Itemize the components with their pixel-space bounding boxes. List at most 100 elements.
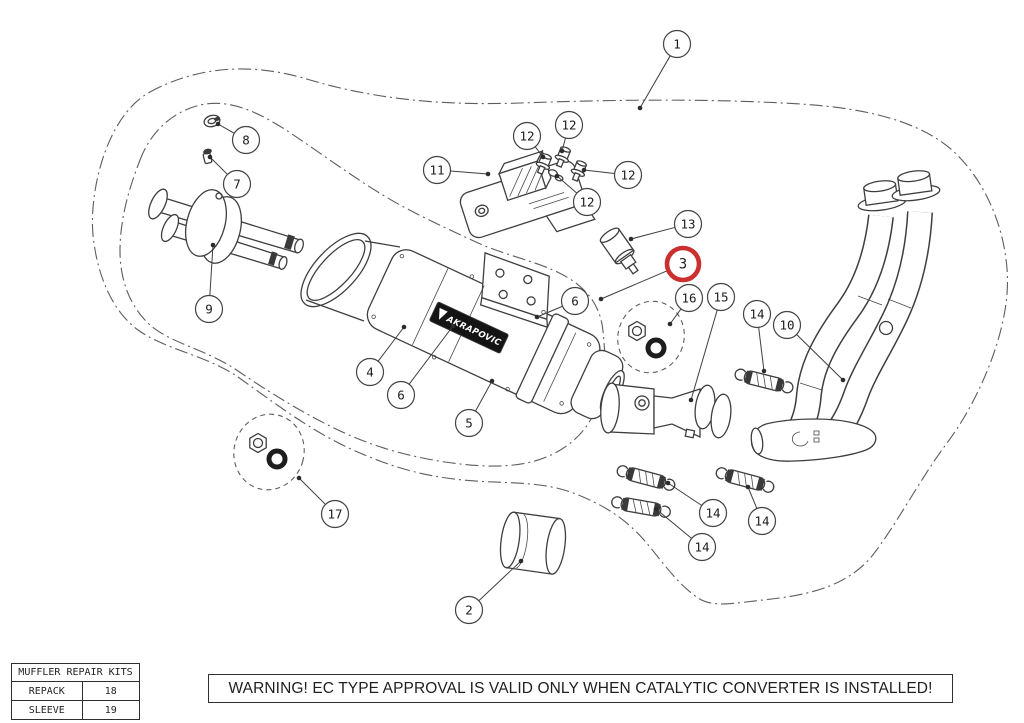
callout-12: 12 bbox=[554, 173, 602, 217]
leader-dot bbox=[581, 167, 587, 173]
callout-12: 12 bbox=[581, 160, 643, 190]
kit-name: SLEEVE bbox=[11, 700, 83, 720]
leader-line bbox=[209, 244, 214, 296]
callout-number: 12 bbox=[561, 118, 576, 133]
leader-dot bbox=[485, 171, 491, 177]
callout-balloon bbox=[355, 357, 385, 387]
carrier-bracket-drawing bbox=[459, 149, 596, 239]
leader-line bbox=[217, 123, 235, 134]
link-pipe-drawing bbox=[600, 382, 732, 439]
leader-line bbox=[209, 156, 228, 175]
kit-name: REPACK bbox=[11, 681, 83, 701]
callout-balloon bbox=[560, 286, 590, 316]
leader-dot bbox=[296, 475, 302, 481]
callout-number: 17 bbox=[327, 507, 342, 522]
callout-number: 4 bbox=[366, 365, 374, 380]
leader-line bbox=[690, 309, 718, 401]
leader-line bbox=[377, 326, 405, 362]
leader-line bbox=[639, 55, 671, 109]
callout-number: 8 bbox=[242, 133, 250, 148]
kit-number: 19 bbox=[81, 700, 141, 720]
callout-12: 12 bbox=[512, 121, 546, 160]
callout-13: 13 bbox=[628, 209, 703, 242]
callout-number: 14 bbox=[694, 540, 709, 555]
leader-dot bbox=[450, 323, 456, 329]
muffler-drawing: AKRAPOVIC bbox=[300, 232, 625, 420]
callout-balloon bbox=[222, 169, 252, 199]
leader-line bbox=[747, 486, 758, 509]
leader-dot bbox=[559, 148, 565, 154]
callout-11: 11 bbox=[422, 155, 491, 185]
callout-balloon bbox=[674, 283, 704, 313]
callout-16: 16 bbox=[667, 283, 704, 327]
leader-line bbox=[583, 169, 615, 174]
leader-dot bbox=[653, 506, 659, 512]
callout-12: 12 bbox=[554, 110, 584, 154]
leader-line bbox=[796, 334, 844, 381]
leader-line bbox=[669, 308, 682, 325]
spring-drawing bbox=[715, 467, 775, 493]
callout-number: 14 bbox=[705, 506, 720, 521]
callout-14: 14 bbox=[742, 299, 772, 374]
callout-balloon bbox=[386, 380, 416, 410]
leader-dot bbox=[518, 558, 524, 564]
callout-1: 1 bbox=[637, 29, 692, 111]
callout-balloon bbox=[687, 532, 717, 562]
callout-balloon bbox=[673, 209, 703, 239]
leader-line bbox=[630, 226, 676, 240]
callout-4: 4 bbox=[355, 324, 407, 387]
callout-number: 6 bbox=[571, 294, 579, 309]
callout-number: 3 bbox=[679, 257, 687, 273]
leader-dot bbox=[489, 378, 495, 384]
spring-drawing bbox=[611, 496, 671, 518]
callout-balloon bbox=[554, 110, 584, 140]
callout-14: 14 bbox=[745, 484, 777, 536]
callout-number: 14 bbox=[749, 307, 764, 322]
callout-7: 7 bbox=[207, 154, 252, 199]
leader-dot bbox=[401, 324, 407, 330]
callout-number: 14 bbox=[754, 514, 769, 529]
callout-8: 8 bbox=[215, 121, 261, 155]
callout-6: 6 bbox=[534, 286, 590, 320]
kit-number: 18 bbox=[81, 681, 141, 701]
leader-dot bbox=[554, 173, 560, 179]
repair-kits-title: MUFFLER REPAIR KITS bbox=[11, 663, 140, 682]
spring-drawing bbox=[616, 465, 676, 491]
muffler-clamp-drawing bbox=[148, 188, 304, 270]
callout-balloon bbox=[512, 121, 542, 151]
callout-14: 14 bbox=[665, 480, 728, 528]
callout-number: 12 bbox=[579, 195, 594, 210]
leader-dot bbox=[534, 314, 540, 320]
callout-balloon bbox=[454, 408, 484, 438]
callout-balloon bbox=[706, 282, 736, 312]
leader-dot bbox=[210, 242, 216, 248]
nut-gasket-oval-16 bbox=[617, 300, 685, 374]
callout-balloon bbox=[454, 595, 484, 625]
leader-line bbox=[478, 560, 522, 602]
leader-line bbox=[655, 508, 692, 539]
callout-balloon-highlighted bbox=[664, 245, 702, 283]
callout-2: 2 bbox=[454, 558, 524, 625]
spring-drawing bbox=[734, 368, 794, 394]
leader-dot bbox=[840, 377, 846, 383]
callout-balloon bbox=[422, 155, 452, 185]
callout-number: 2 bbox=[465, 603, 473, 618]
callout-number: 12 bbox=[519, 129, 534, 144]
leader-dot bbox=[628, 236, 634, 242]
nut-gasket-oval-17 bbox=[233, 413, 305, 491]
callout-number: 13 bbox=[680, 217, 695, 232]
callout-balloon bbox=[613, 160, 643, 190]
callout-number: 12 bbox=[620, 168, 635, 183]
leader-dot bbox=[540, 154, 546, 160]
sensor-plug-drawing bbox=[599, 227, 639, 275]
callout-balloon bbox=[772, 310, 802, 340]
callout-number: 16 bbox=[681, 291, 696, 306]
callout-balloon bbox=[698, 498, 728, 528]
leader-dot bbox=[745, 484, 751, 490]
callout-number: 6 bbox=[397, 388, 405, 403]
warning-banner: WARNING! EC TYPE APPROVAL IS VALID ONLY … bbox=[208, 674, 953, 703]
callout-3: 3 bbox=[598, 245, 702, 302]
